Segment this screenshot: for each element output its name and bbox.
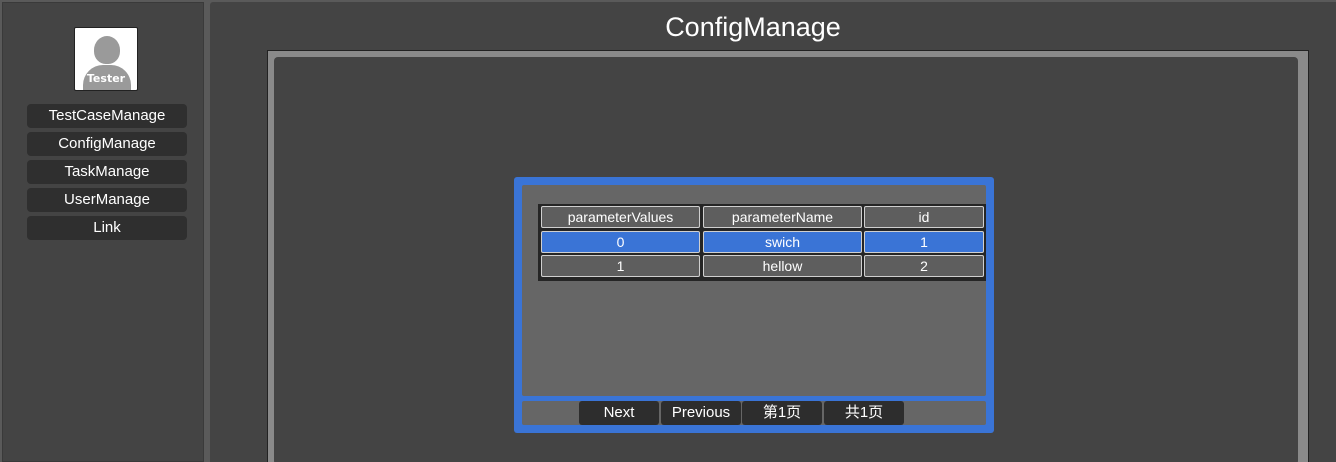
content-inner: parameterValues parameterName id 0 swich…	[274, 57, 1298, 462]
table-cell-parametername[interactable]: swich	[703, 231, 862, 253]
table-cell-id[interactable]: 1	[864, 231, 984, 253]
table-cell-parametervalues[interactable]: 0	[541, 231, 700, 253]
total-pages-label: 共1页	[824, 401, 904, 425]
avatar: Tester	[74, 27, 138, 91]
sidebar-item-usermanage[interactable]: UserManage	[27, 188, 187, 212]
page-title: ConfigManage	[665, 12, 841, 42]
sidebar-item-link[interactable]: Link	[27, 216, 187, 240]
column-header-parametervalues[interactable]: parameterValues	[541, 206, 700, 228]
table-cell-parametername[interactable]: hellow	[703, 255, 862, 277]
config-panel: parameterValues parameterName id 0 swich…	[514, 177, 994, 433]
column-header-parametername[interactable]: parameterName	[703, 206, 862, 228]
sidebar-item-taskmanage[interactable]: TaskManage	[27, 160, 187, 184]
previous-button[interactable]: Previous	[661, 401, 741, 425]
main-content: ConfigManage parameterValues parameterNa…	[210, 2, 1336, 462]
sidebar-item-testcasemanage[interactable]: TestCaseManage	[27, 104, 187, 128]
pager: Next Previous 第1页 共1页	[522, 401, 986, 425]
content-frame: parameterValues parameterName id 0 swich…	[267, 50, 1309, 462]
sidebar-nav: TestCaseManage ConfigManage TaskManage U…	[27, 104, 187, 244]
sidebar-item-configmanage[interactable]: ConfigManage	[27, 132, 187, 156]
user-head-icon	[94, 36, 120, 64]
column-header-id[interactable]: id	[864, 206, 984, 228]
table-cell-id[interactable]: 2	[864, 255, 984, 277]
next-button[interactable]: Next	[579, 401, 659, 425]
config-table: parameterValues parameterName id 0 swich…	[538, 204, 986, 281]
user-body-icon	[83, 65, 131, 90]
table-cell-parametervalues[interactable]: 1	[541, 255, 700, 277]
sidebar: Tester TestCaseManage ConfigManage TaskM…	[2, 2, 204, 462]
avatar-label: Tester	[86, 72, 126, 85]
grid-area: parameterValues parameterName id 0 swich…	[522, 185, 986, 396]
current-page-label: 第1页	[742, 401, 822, 425]
